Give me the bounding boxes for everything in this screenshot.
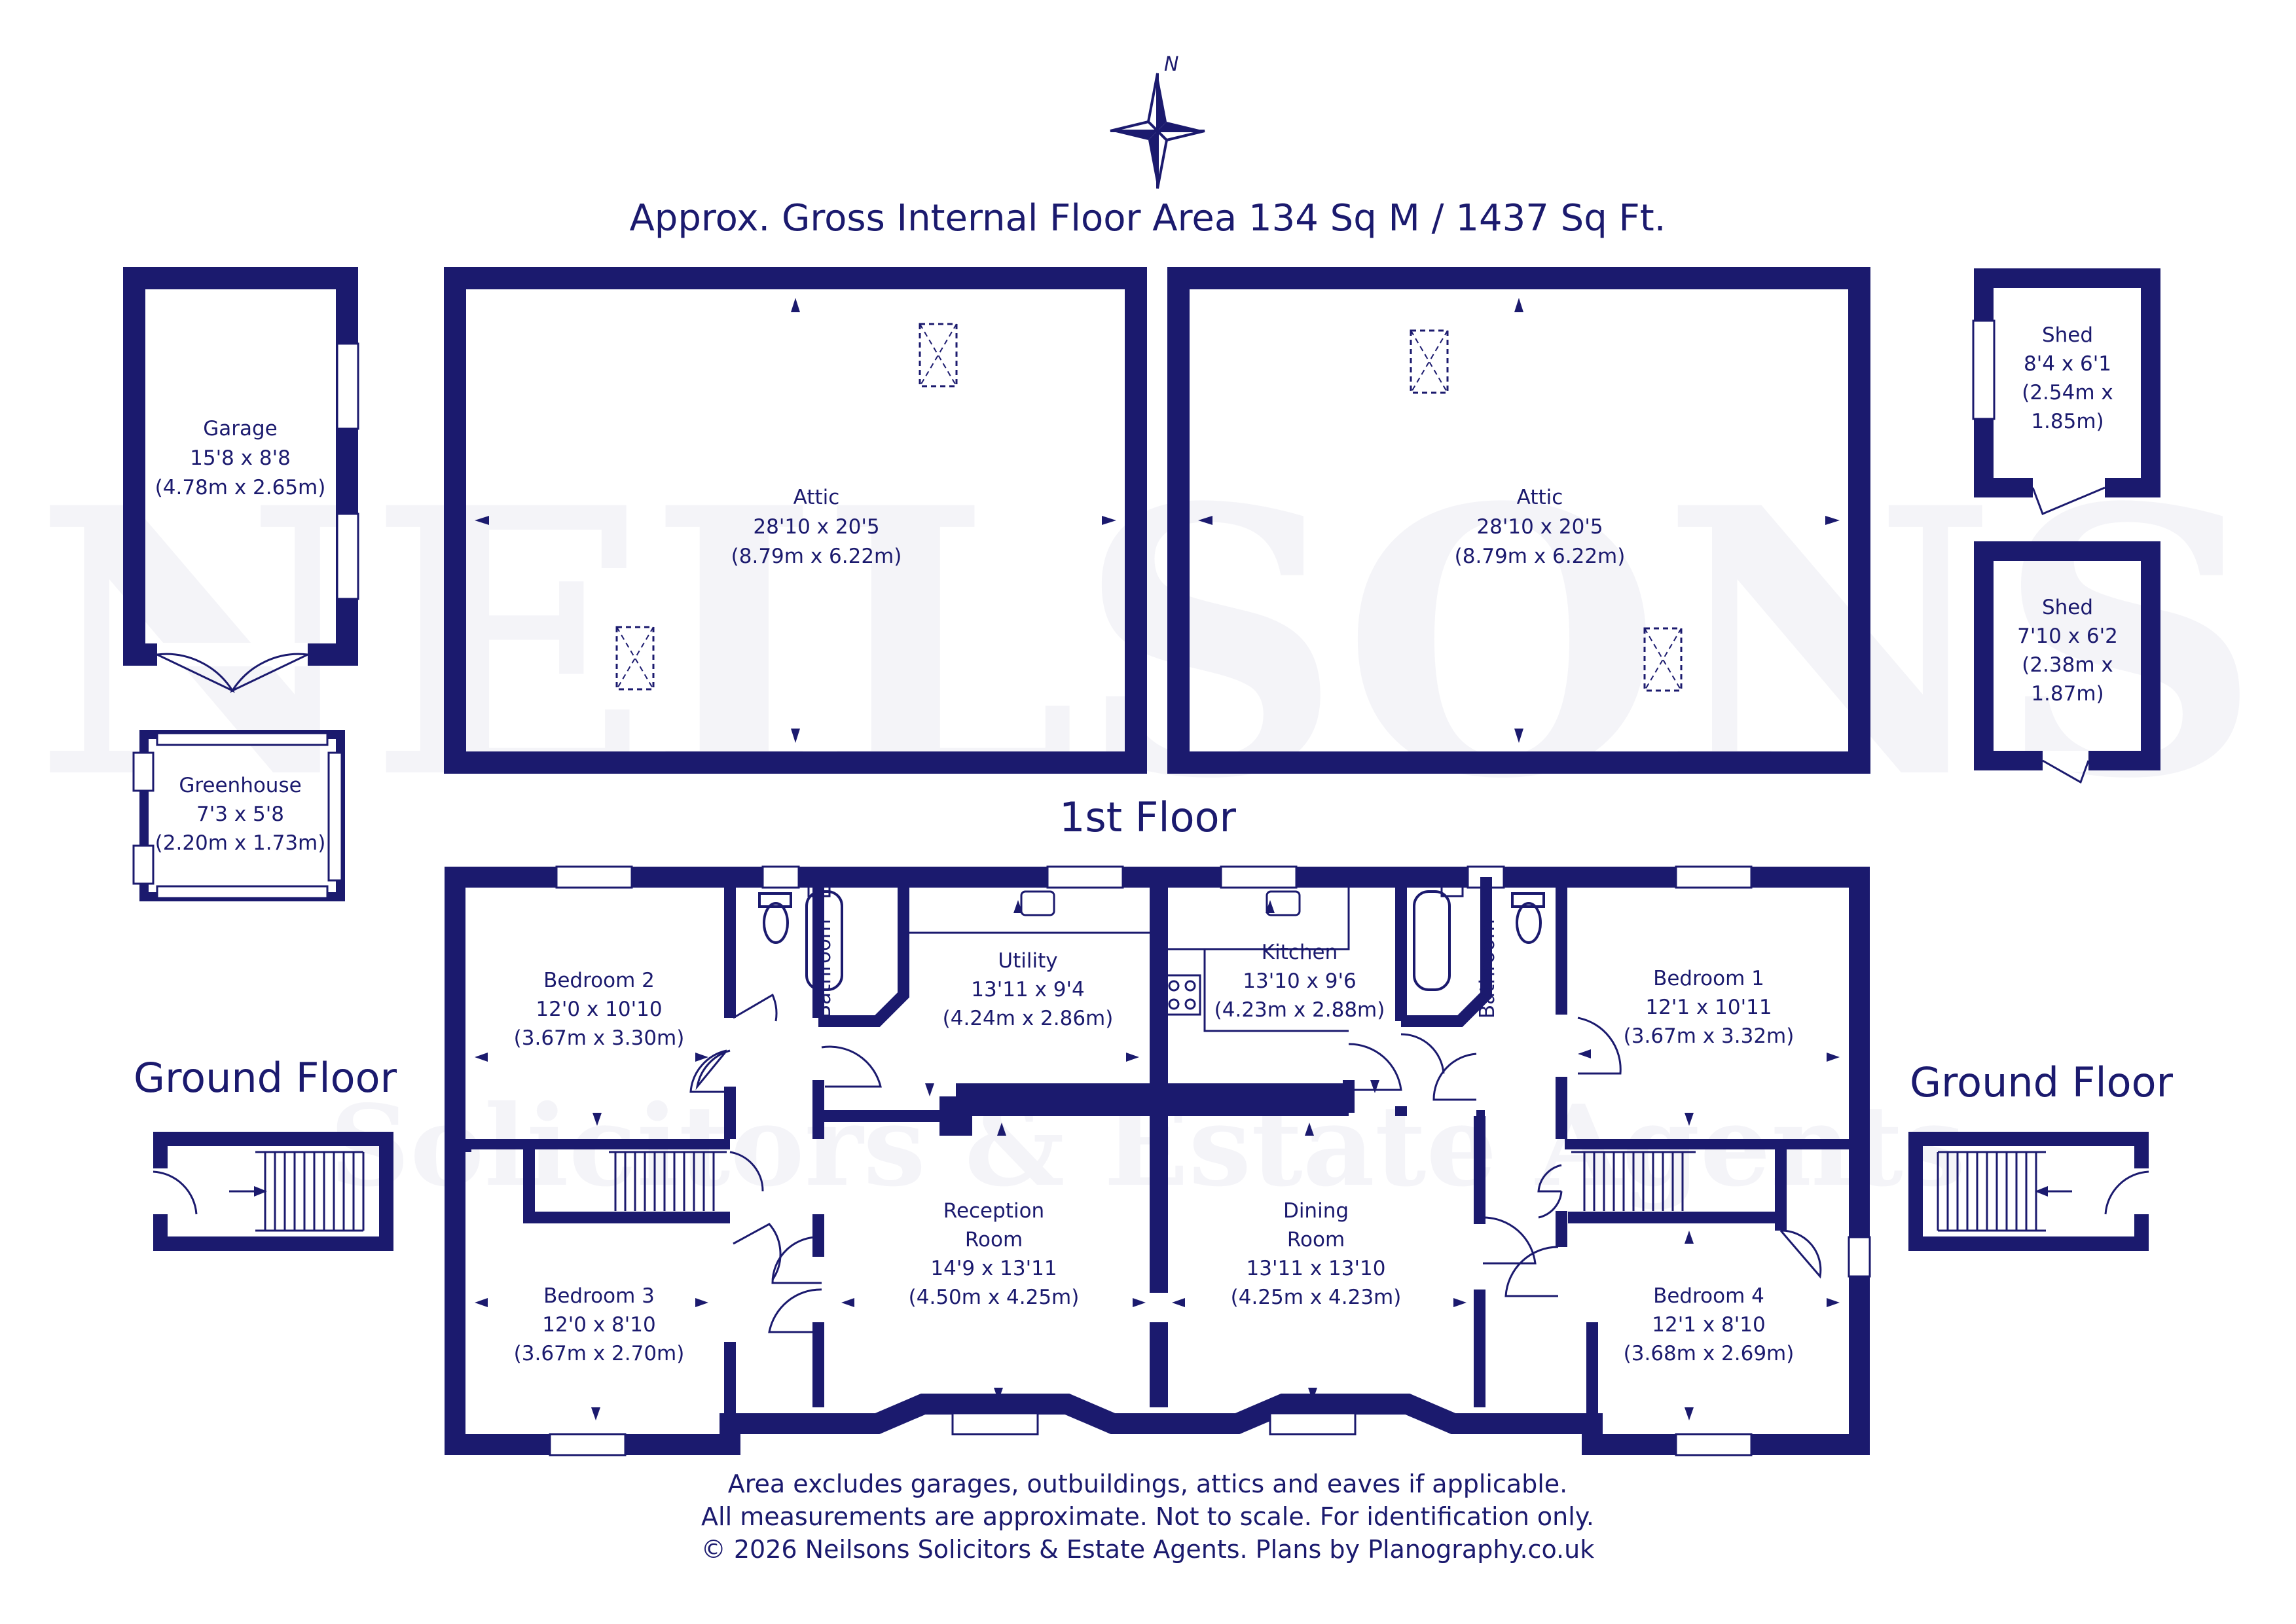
bathroom-left-name: Bathroom: [812, 919, 835, 1019]
dining-name-b: Room: [1287, 1228, 1345, 1252]
bedroom-3-metric: (3.67m x 2.70m): [514, 1342, 685, 1365]
bedroom-2-metric: (3.67m x 3.30m): [514, 1026, 685, 1050]
reception-name-b: Room: [965, 1228, 1023, 1252]
first-floor-label: 1st Floor: [1059, 793, 1237, 841]
dining-name-a: Dining: [1283, 1199, 1349, 1223]
shed-1-metric-a: (2.54m x: [2022, 381, 2113, 405]
bedroom-1-name: Bedroom 1: [1653, 967, 1764, 990]
attic-right-imperial: 28'10 x 20'5: [1476, 515, 1603, 539]
ground-floor-label-left: Ground Floor: [134, 1054, 397, 1102]
attic-left-plan: Attic 28'10 x 20'5 (8.79m x 6.22m): [444, 267, 1147, 774]
utility-name: Utility: [998, 949, 1057, 973]
kitchen-name: Kitchen: [1262, 941, 1338, 964]
utility-metric: (4.24m x 2.86m): [943, 1007, 1114, 1030]
bedroom-3-imperial: 12'0 x 8'10: [542, 1313, 655, 1337]
reception-name-a: Reception: [943, 1199, 1044, 1223]
shed-1-metric-b: 1.85m): [2031, 410, 2104, 433]
bedroom-2-imperial: 12'0 x 10'10: [536, 998, 662, 1021]
attic-right-name: Attic: [1517, 486, 1563, 509]
shed-2-name: Shed: [2042, 596, 2093, 619]
dining-imperial: 13'11 x 13'10: [1247, 1257, 1386, 1280]
compass-icon: N: [1110, 53, 1205, 189]
ground-floor-right-plan: [1908, 1132, 2149, 1251]
attic-left-name: Attic: [793, 486, 840, 509]
reception-metric: (4.50m x 4.25m): [909, 1286, 1080, 1309]
greenhouse-name: Greenhouse: [179, 774, 301, 797]
page-title: Approx. Gross Internal Floor Area 134 Sq…: [629, 197, 1666, 240]
attic-right-metric: (8.79m x 6.22m): [1455, 545, 1626, 568]
bedroom-4-metric: (3.68m x 2.69m): [1624, 1342, 1795, 1365]
footer-disclaimer-1: Area excludes garages, outbuildings, att…: [728, 1470, 1568, 1498]
garage-name: Garage: [203, 417, 278, 441]
attic-right-plan: Attic 28'10 x 20'5 (8.79m x 6.22m): [1167, 267, 1870, 774]
garage-plan: Garage 15'8 x 8'8 (4.78m x 2.65m): [123, 267, 359, 693]
footer-copyright: © 2026 Neilsons Solicitors & Estate Agen…: [701, 1535, 1594, 1564]
utility-imperial: 13'11 x 9'4: [971, 978, 1084, 1001]
garage-metric: (4.78m x 2.65m): [155, 476, 326, 499]
shed-2-metric-a: (2.38m x: [2022, 653, 2113, 677]
shed-2-metric-b: 1.87m): [2031, 682, 2104, 706]
bedroom-4-name: Bedroom 4: [1653, 1284, 1764, 1308]
bathroom-right-name: Bathroom: [1476, 919, 1499, 1019]
reception-imperial: 14'9 x 13'11: [930, 1257, 1057, 1280]
bedroom-2-name: Bedroom 2: [543, 969, 655, 992]
garage-imperial: 15'8 x 8'8: [190, 446, 291, 470]
watermark-logo: NEILSONS: [34, 429, 2262, 859]
compass-label: N: [1164, 53, 1178, 76]
shed-2-imperial: 7'10 x 6'2: [2017, 624, 2118, 648]
greenhouse-plan: Greenhouse 7'3 x 5'8 (2.20m x 1.73m): [132, 730, 345, 901]
kitchen-metric: (4.23m x 2.88m): [1214, 998, 1385, 1022]
bedroom-4-imperial: 12'1 x 8'10: [1652, 1313, 1765, 1337]
ground-floor-left-plan: [153, 1132, 393, 1251]
dining-metric: (4.25m x 4.23m): [1231, 1286, 1402, 1309]
attic-left-metric: (8.79m x 6.22m): [731, 545, 902, 568]
bedroom-3-name: Bedroom 3: [543, 1284, 655, 1308]
kitchen-imperial: 13'10 x 9'6: [1243, 969, 1356, 993]
footer-disclaimer-2: All measurements are approximate. Not to…: [701, 1502, 1594, 1531]
greenhouse-metric: (2.20m x 1.73m): [155, 831, 326, 855]
shed-1-name: Shed: [2042, 323, 2093, 347]
first-floor-plan: Bedroom 2 12'0 x 10'10 (3.67m x 3.30m) B…: [445, 865, 1871, 1456]
greenhouse-imperial: 7'3 x 5'8: [196, 803, 284, 826]
shed-1-imperial: 8'4 x 6'1: [2024, 352, 2111, 376]
shed-2-plan: Shed 7'10 x 6'2 (2.38m x 1.87m): [1974, 541, 2160, 784]
ground-floor-label-right: Ground Floor: [1910, 1058, 2174, 1106]
bedroom-1-imperial: 12'1 x 10'11: [1645, 996, 1772, 1019]
attic-left-imperial: 28'10 x 20'5: [753, 515, 879, 539]
shed-1-plan: Shed 8'4 x 6'1 (2.54m x 1.85m): [1972, 268, 2160, 515]
bedroom-1-metric: (3.67m x 3.32m): [1624, 1024, 1795, 1048]
